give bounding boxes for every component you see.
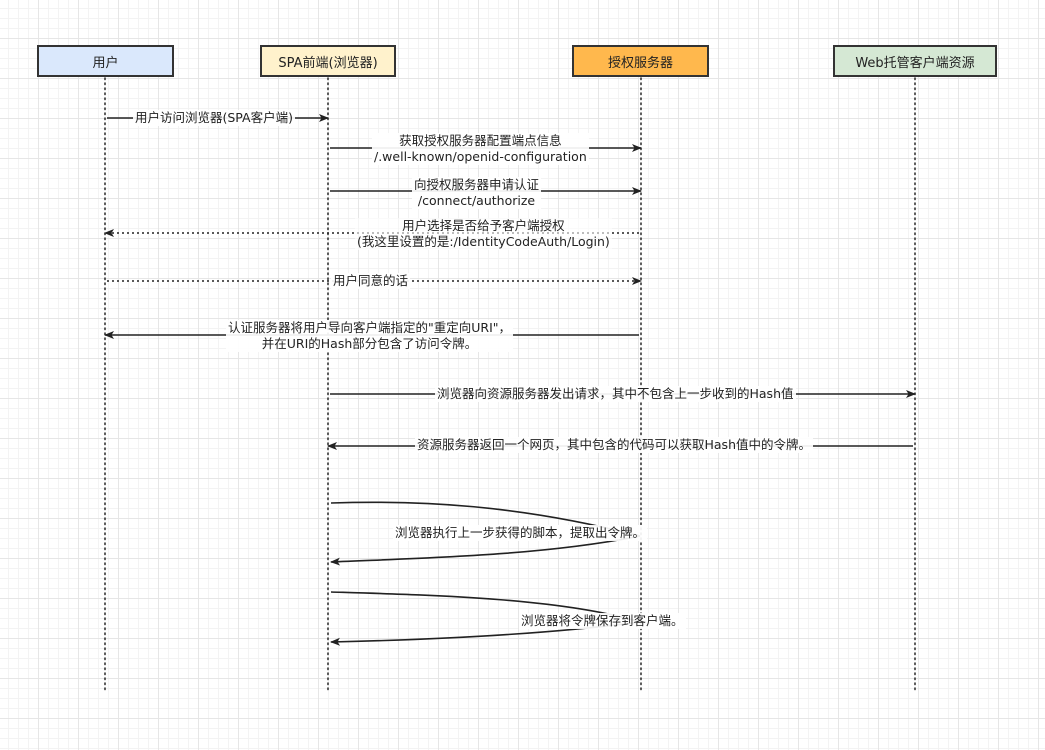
- message-text: 用户选择是否给予客户端授权: [402, 218, 565, 233]
- message-text: 用户访问浏览器(SPA客户端): [135, 110, 293, 125]
- message-text: 浏览器向资源服务器发出请求，其中不包含上一步收到的Hash值: [437, 386, 794, 401]
- message-text: 认证服务器将用户导向客户端指定的"重定向URI"，: [228, 320, 512, 335]
- message-text: 用户同意的话: [333, 273, 409, 288]
- actor-auth-label: 授权服务器: [607, 55, 673, 71]
- actor-web-box[interactable]: Web托管客户端资源: [833, 45, 997, 77]
- message-label-m1: 用户访问浏览器(SPA客户端): [133, 110, 295, 126]
- message-label-m4: 用户选择是否给予客户端授权 (我这里设置的是:/IdentityCodeAuth…: [355, 218, 612, 250]
- message-text: 向授权服务器申请认证: [414, 177, 540, 192]
- message-label-m6: 认证服务器将用户导向客户端指定的"重定向URI"， 并在URI的Hash部分包含…: [226, 320, 514, 352]
- message-label-m8: 资源服务器返回一个网页，其中包含的代码可以获取Hash值中的令牌。: [415, 437, 813, 453]
- message-label-m5: 用户同意的话: [331, 273, 411, 289]
- message-label-m10: 浏览器将令牌保存到客户端。: [519, 613, 686, 629]
- message-text: 并在URI的Hash部分包含了访问令牌。: [261, 336, 478, 351]
- message-text: /connect/authorize: [417, 193, 536, 208]
- actor-user-label: 用户: [92, 55, 119, 71]
- message-text: 浏览器将令牌保存到客户端。: [521, 613, 684, 628]
- message-text: 获取授权服务器配置端点信息: [399, 133, 562, 148]
- message-text: 资源服务器返回一个网页，其中包含的代码可以获取Hash值中的令牌。: [417, 437, 811, 452]
- actor-spa-label: SPA前端(浏览器): [278, 55, 378, 71]
- message-label-m3: 向授权服务器申请认证 /connect/authorize: [412, 177, 542, 209]
- actor-user-box[interactable]: 用户: [37, 45, 174, 77]
- actor-auth-box[interactable]: 授权服务器: [572, 45, 709, 77]
- actor-spa-box[interactable]: SPA前端(浏览器): [260, 45, 396, 77]
- message-label-m2: 获取授权服务器配置端点信息 /.well-known/openid-config…: [372, 133, 589, 165]
- message-label-m9: 浏览器执行上一步获得的脚本，提取出令牌。: [393, 525, 648, 541]
- message-label-m7: 浏览器向资源服务器发出请求，其中不包含上一步收到的Hash值: [435, 386, 796, 402]
- message-text: 浏览器执行上一步获得的脚本，提取出令牌。: [395, 525, 646, 540]
- message-text: (我这里设置的是:/IdentityCodeAuth/Login): [357, 234, 610, 249]
- message-text: /.well-known/openid-configuration: [374, 149, 587, 164]
- actor-web-label: Web托管客户端资源: [855, 55, 975, 71]
